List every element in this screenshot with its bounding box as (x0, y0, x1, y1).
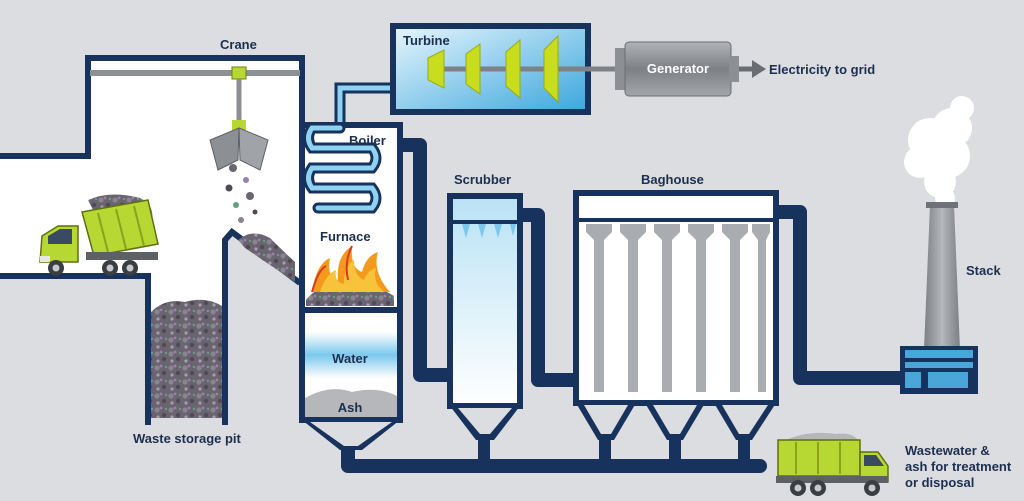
scrubber-to-baghouse-pipe (513, 208, 583, 387)
label-generator: Generator (647, 61, 709, 76)
generator (615, 41, 766, 97)
label-output-line1: Wastewater & (905, 443, 990, 458)
label-stack: Stack (966, 263, 1001, 278)
collection-truck-icon (776, 432, 889, 496)
pipes (341, 138, 907, 473)
bottom-discharge-pipe (341, 441, 767, 473)
spray-nozzle-icon (462, 224, 516, 238)
boiler-to-scrubber-pipe (393, 138, 455, 382)
dump-truck-icon (39, 194, 159, 276)
water-layer (305, 332, 397, 378)
crane-grab-icon (209, 127, 269, 171)
baghouse (573, 190, 779, 440)
scrubber (447, 193, 523, 440)
turbine-blade-icon (427, 34, 559, 104)
label-waste-pit: Waste storage pit (133, 431, 242, 446)
arrow-right-icon (739, 60, 766, 78)
crane-trolley (231, 66, 247, 80)
label-output-line3: or disposal (905, 475, 974, 490)
label-crane: Crane (220, 37, 257, 52)
stack (900, 96, 978, 394)
label-turbine: Turbine (403, 33, 450, 48)
boiler-furnace (299, 122, 403, 450)
waste-storage-pit (151, 299, 222, 418)
label-water: Water (332, 351, 368, 366)
chute-waste (238, 233, 295, 282)
label-furnace: Furnace (320, 229, 371, 244)
label-boiler: Boiler (349, 133, 386, 148)
label-output-line2: ash for treatment (905, 459, 1012, 474)
ash-layer (305, 389, 397, 417)
filter-bags (586, 224, 770, 392)
baghouse-to-stack-pipe (769, 205, 907, 385)
label-baghouse: Baghouse (641, 172, 704, 187)
smoke-icon (904, 96, 974, 208)
flame-icon (311, 245, 390, 293)
label-electricity: Electricity to grid (769, 62, 875, 77)
label-scrubber: Scrubber (454, 172, 511, 187)
falling-waste-icon (225, 164, 258, 223)
turbine (390, 23, 740, 115)
label-ash: Ash (338, 400, 363, 415)
